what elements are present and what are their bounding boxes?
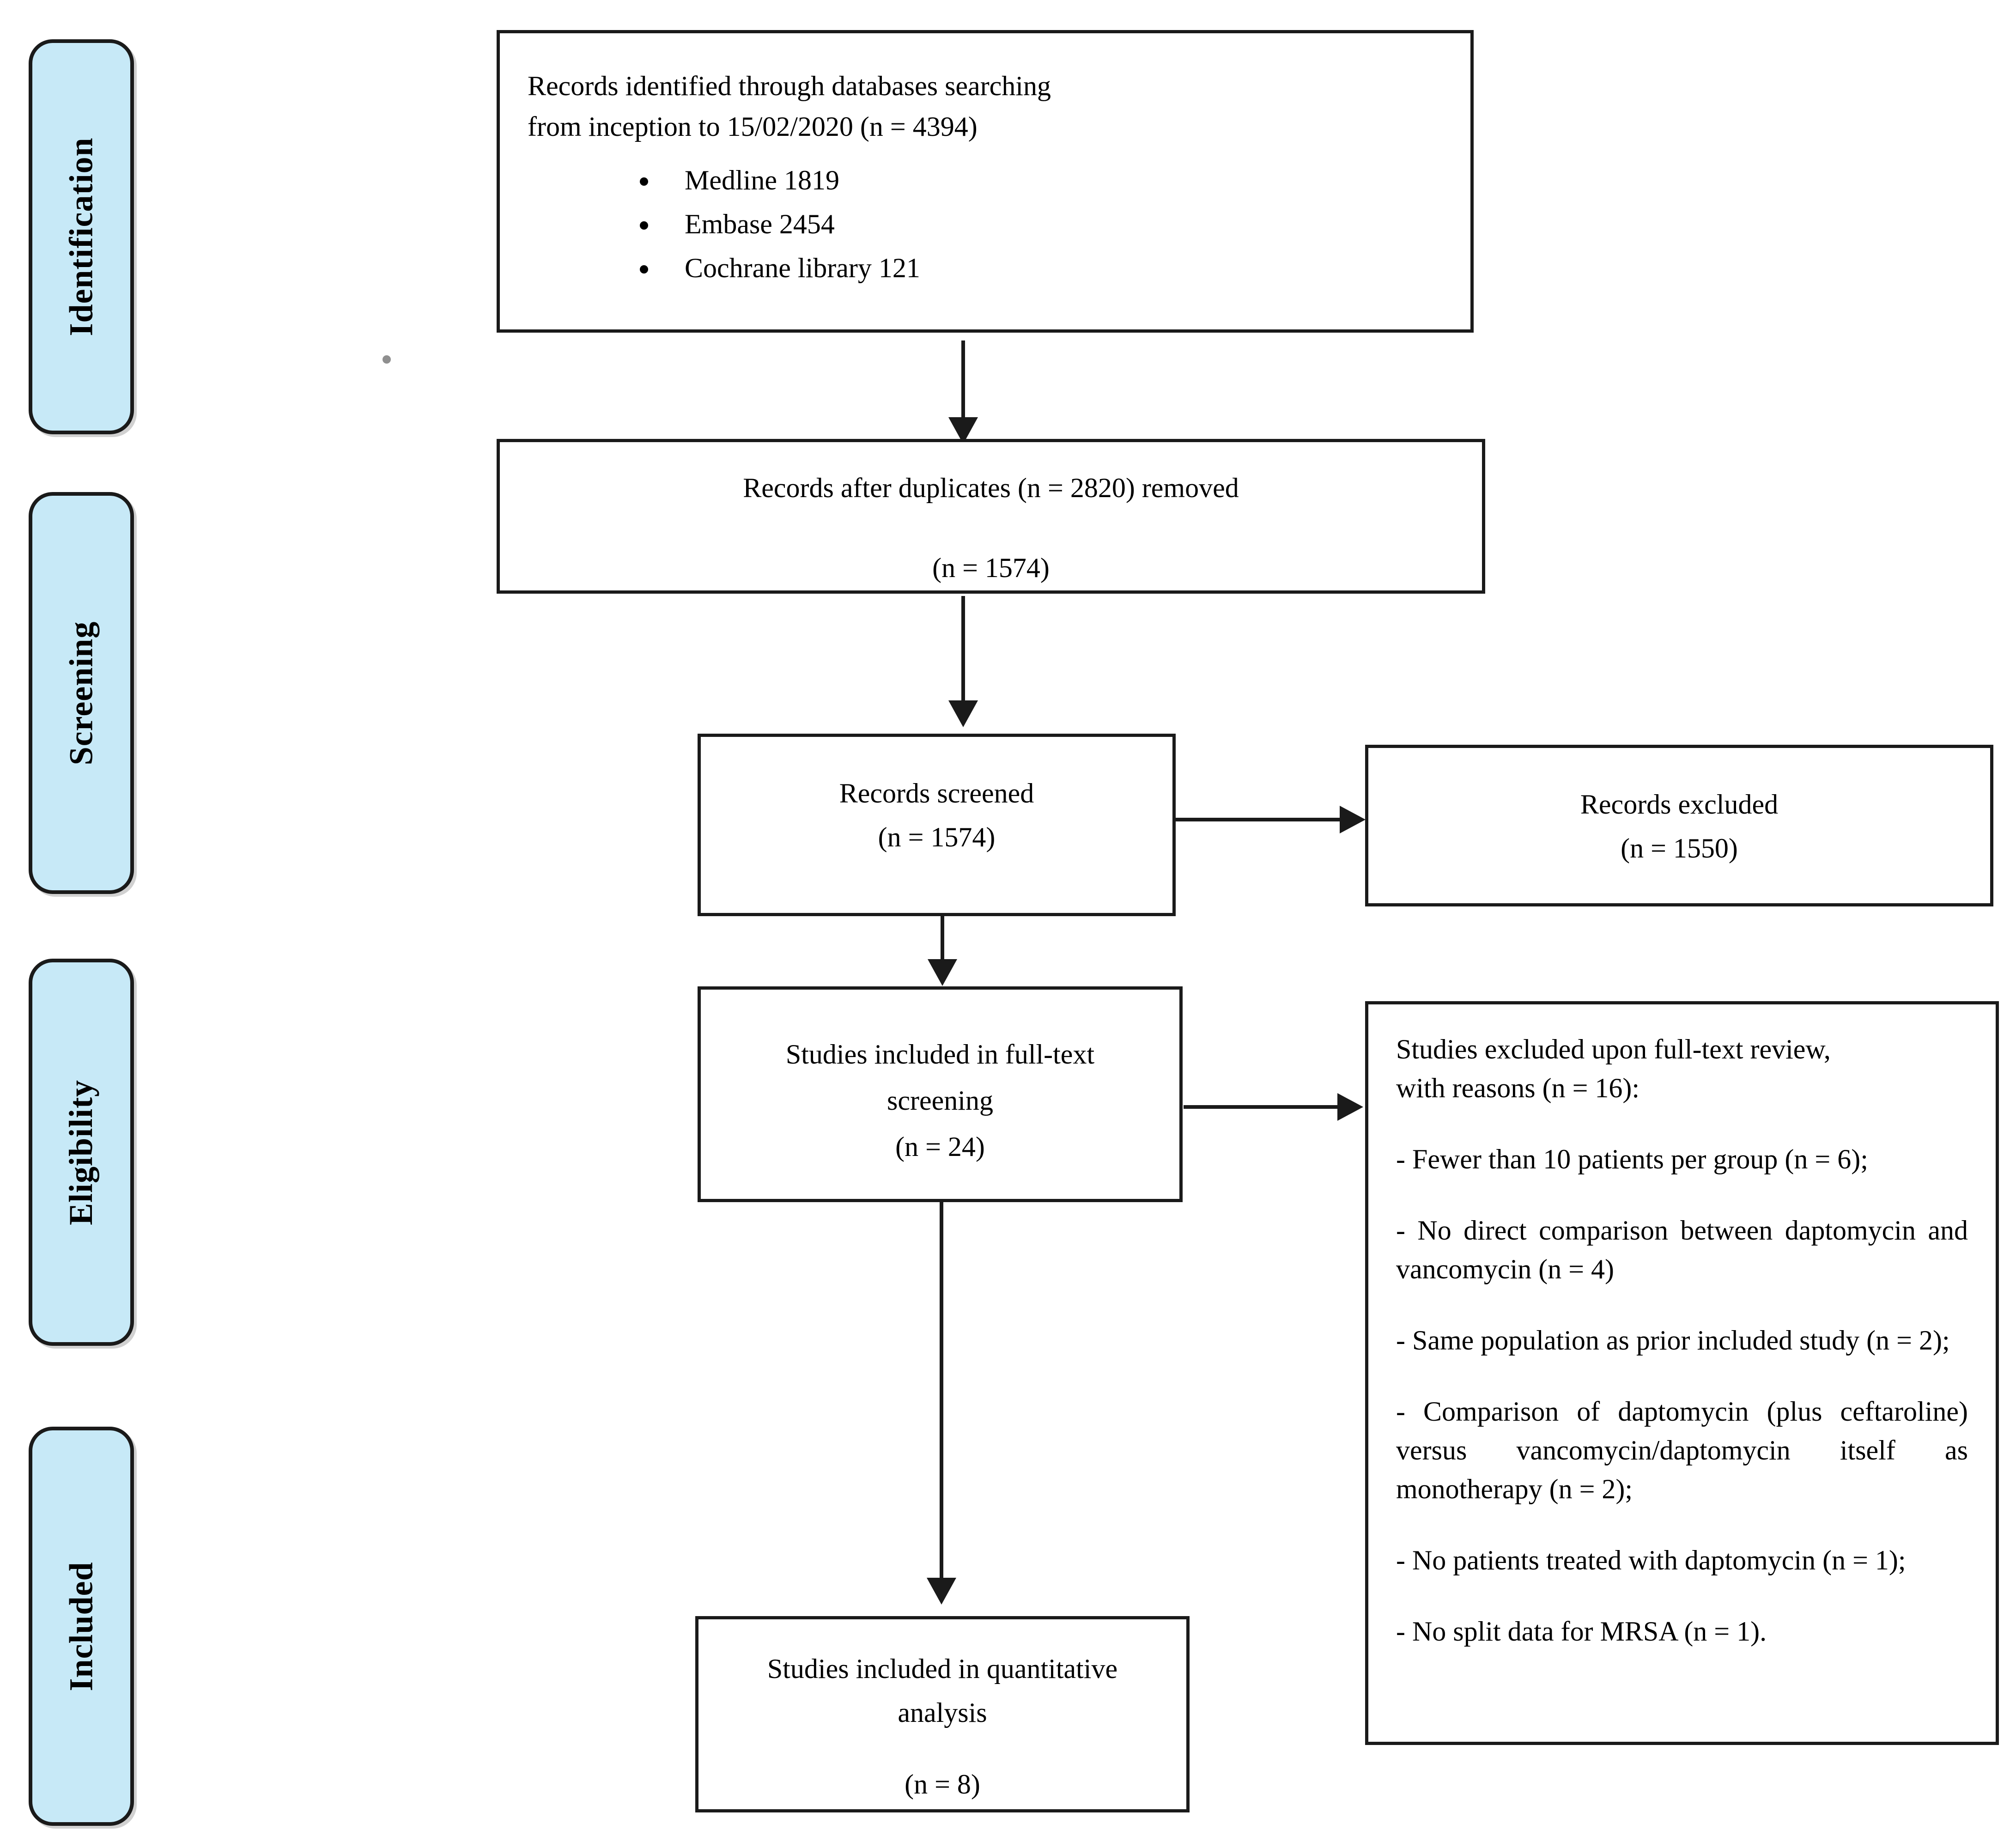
- database-item-medline: Medline 1819: [659, 158, 1443, 202]
- records-excluded-box: Records excluded (n = 1550): [1365, 745, 1993, 906]
- quantitative-analysis-box: Studies included in quantitative analysi…: [695, 1616, 1190, 1812]
- exclusion-reasons-header-line2: with reasons (n = 16):: [1396, 1073, 1640, 1103]
- records-after-duplicates-count: (n = 1574): [932, 553, 1050, 583]
- records-after-duplicates-box: Records after duplicates (n = 2820) remo…: [497, 439, 1485, 594]
- phase-identification-label: Identification: [62, 137, 100, 336]
- flow-arrow-excluded-head: [1340, 806, 1366, 833]
- flow-arrow-reasons-head: [1337, 1093, 1363, 1121]
- flow-arrow-2-line: [961, 596, 965, 701]
- database-item-embase: Embase 2454: [659, 202, 1443, 246]
- phase-identification: Identification: [29, 39, 134, 434]
- records-identified-line1: Records identified through databases sea…: [528, 71, 1051, 101]
- exclusion-reasons-header-line1: Studies excluded upon full-text review,: [1396, 1034, 1831, 1064]
- records-identified-box: Records identified through databases sea…: [497, 30, 1474, 333]
- records-screened-line1: Records screened: [839, 778, 1034, 809]
- exclusion-reason-item: - Comparison of daptomycin (plus ceftaro…: [1396, 1396, 1968, 1504]
- flow-arrow-4-head: [927, 1578, 956, 1605]
- fulltext-screening-box: Studies included in full-text screening …: [698, 986, 1183, 1202]
- phase-eligibility-label: Eligibility: [62, 1079, 100, 1225]
- exclusion-reason-item: - Same population as prior included stud…: [1396, 1325, 1950, 1356]
- quantitative-analysis-line2: analysis: [898, 1697, 987, 1728]
- flow-arrow-3-line: [941, 916, 944, 960]
- flow-arrow-4-line: [940, 1202, 943, 1579]
- flow-arrow-reasons-line: [1184, 1105, 1339, 1109]
- records-excluded-line1: Records excluded: [1580, 789, 1779, 820]
- flow-arrow-2-head: [948, 700, 978, 727]
- flow-arrow-1-line: [961, 340, 965, 419]
- stray-dot-artifact: [383, 355, 391, 364]
- phase-eligibility: Eligibility: [29, 959, 134, 1346]
- records-excluded-count: (n = 1550): [1621, 833, 1738, 863]
- phase-screening: Screening: [29, 492, 134, 894]
- exclusion-reason-item: - Fewer than 10 patients per group (n = …: [1396, 1144, 1868, 1174]
- flow-arrow-excluded-line: [1176, 818, 1341, 821]
- fulltext-exclusion-reasons-box: Studies excluded upon full-text review, …: [1365, 1001, 1999, 1745]
- records-identified-line2: from inception to 15/02/2020 (n = 4394): [528, 111, 978, 142]
- phase-screening-label: Screening: [62, 621, 100, 765]
- records-screened-count: (n = 1574): [878, 822, 996, 852]
- records-screened-box: Records screened (n = 1574): [698, 734, 1176, 916]
- records-after-duplicates-line1: Records after duplicates (n = 2820) remo…: [743, 473, 1239, 503]
- exclusion-reason-item: - No patients treated with daptomycin (n…: [1396, 1545, 1906, 1575]
- quantitative-analysis-line1: Studies included in quantitative: [767, 1654, 1118, 1684]
- quantitative-analysis-count: (n = 8): [905, 1769, 980, 1800]
- exclusion-reason-item: - No direct comparison between daptomyci…: [1396, 1215, 1968, 1284]
- flow-arrow-3-head: [928, 959, 957, 986]
- fulltext-screening-line1: Studies included in full-text: [785, 1039, 1095, 1070]
- database-list: Medline 1819 Embase 2454 Cochrane librar…: [528, 158, 1443, 290]
- phase-included: Included: [29, 1427, 134, 1826]
- exclusion-reason-item: - No split data for MRSA (n = 1).: [1396, 1616, 1767, 1647]
- fulltext-screening-count: (n = 24): [895, 1131, 985, 1162]
- phase-included-label: Included: [62, 1561, 100, 1691]
- database-item-cochrane: Cochrane library 121: [659, 246, 1443, 290]
- fulltext-screening-line2: screening: [887, 1085, 993, 1116]
